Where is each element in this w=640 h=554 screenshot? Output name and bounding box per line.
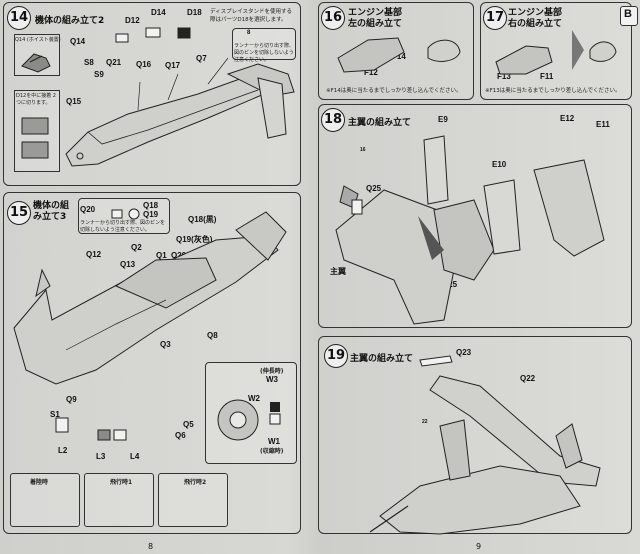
stand-part-label: 8	[247, 30, 251, 36]
label-q20: Q20	[171, 251, 187, 260]
label-q17: Q17	[165, 61, 181, 70]
label-d12: D12	[125, 16, 140, 25]
label-l2: L2	[58, 446, 68, 455]
stand-note: ディスプレイスタンドを使用する際はパーツD18を選択します。	[210, 9, 292, 23]
step-18-title: 主翼の組み立て	[348, 118, 412, 128]
label-e11: E11	[596, 120, 610, 129]
label-f14: F14	[392, 52, 406, 61]
label-q21: Q21	[106, 58, 122, 67]
label-e10: E10	[492, 160, 507, 169]
label-main-wing: 主翼	[330, 267, 346, 276]
step-15-number: 15	[7, 201, 31, 225]
label-q2: Q2	[131, 243, 142, 252]
label-w1: W1	[268, 437, 280, 446]
w1-retracted-label: (収縮時)	[260, 448, 284, 455]
label-q9: Q9	[66, 395, 77, 404]
step-14-title: 機体の組み立て2	[35, 16, 105, 26]
mode-flight2-label: 飛行時2	[184, 479, 207, 486]
step-16-number: 16	[321, 6, 345, 30]
label-q13: Q13	[120, 260, 136, 269]
label-q6: Q6	[175, 431, 186, 440]
fuselage-drawing-15	[13, 208, 287, 385]
label-s1: S1	[50, 410, 60, 419]
step-16-note: ※F14は奥に当たるまでしっかり差し込んでください。	[326, 88, 462, 94]
mode-landing-label: 着陸時	[30, 479, 49, 486]
label-q19: Q19	[143, 210, 159, 219]
mode-flight1-label: 飛行時1	[110, 479, 133, 486]
label-q12: Q12	[86, 250, 102, 259]
label-w2: W2	[248, 394, 260, 403]
step-17-number: 17	[483, 6, 507, 30]
stand-runner-box	[232, 28, 296, 60]
label-e12: E12	[560, 114, 575, 123]
label-q18-black: Q18(黒)	[188, 215, 217, 224]
label-d14: D14	[151, 8, 166, 17]
mode-box-flight1	[84, 473, 154, 527]
label-q3: Q3	[160, 340, 171, 349]
label-q20-top: Q20	[80, 205, 96, 214]
d12-note: D12を中に接着 2つに切ります。	[16, 93, 56, 106]
engine-left-drawing	[337, 37, 461, 73]
label-l3: L3	[96, 452, 106, 461]
step-19-number: 19	[324, 344, 348, 368]
step-18-number: 18	[321, 108, 345, 132]
label-e9: E9	[438, 115, 448, 124]
q14-inset-label: Q14 (ホイスト装置)	[15, 37, 61, 43]
label-s8: S8	[84, 58, 94, 67]
step-19-title: 主翼の組み立て	[350, 354, 414, 364]
label-q25-top: Q25	[366, 184, 382, 193]
label-d18: D18	[187, 8, 202, 17]
corner-badge	[620, 6, 638, 26]
page-number-left: 8	[148, 542, 154, 551]
label-f13: F13	[497, 72, 511, 81]
wing-drawing-18	[335, 135, 605, 325]
label-q5: Q5	[183, 420, 194, 429]
step-16-title: エンジン基部左の組み立て	[348, 8, 403, 29]
step-17-title: エンジン基部右の組み立て	[508, 8, 563, 29]
label-q16: Q16	[136, 60, 152, 69]
callout-22: 22	[422, 419, 428, 425]
mode-box-flight2	[158, 473, 228, 527]
label-w3: W3	[266, 375, 278, 384]
label-q23: Q23	[456, 348, 472, 357]
stand-runner-note: ランナーから切り出す際、図のピンを切除しないよう注意ください。	[234, 43, 295, 63]
label-f12: F12	[364, 68, 378, 77]
label-s9: S9	[94, 70, 104, 79]
step-17-note: ※F13は奥に当たるまでしっかり差し込んでください。	[485, 88, 621, 94]
label-q1: Q1	[156, 251, 167, 260]
small-parts-15	[55, 417, 127, 441]
label-q8: Q8	[207, 331, 218, 340]
aircraft-drawing-19	[369, 355, 601, 535]
hoist-icon	[21, 53, 51, 73]
label-q18: Q18	[143, 201, 159, 210]
runner-note-box-15	[78, 198, 170, 234]
callout-16: 16	[360, 147, 366, 153]
label-q7: Q7	[196, 54, 207, 63]
w3-extended-label: (伸長時)	[260, 368, 284, 375]
runner-note-15: ランナーから切り出す際、図のピンを切除しないよう注意ください。	[80, 220, 166, 233]
step-14-number: 14	[7, 6, 31, 30]
label-f11: F11	[540, 72, 554, 81]
mode-box-landing	[10, 473, 80, 527]
page-number-right: 9	[476, 542, 482, 551]
corner-badge-label: B	[624, 8, 632, 20]
step-15-title: 機体の組み立て3	[33, 201, 70, 222]
seat-part-icon	[21, 117, 49, 159]
engine-right-drawing	[495, 30, 617, 75]
label-q14: Q14	[70, 37, 86, 46]
fuselage-drawing-14	[65, 27, 295, 167]
label-q15: Q15	[66, 97, 82, 106]
wheel-drawing	[217, 399, 281, 441]
label-q22: Q22	[520, 374, 536, 383]
label-q19-gray: Q19(灰色)	[176, 235, 213, 244]
label-l4: L4	[130, 452, 140, 461]
